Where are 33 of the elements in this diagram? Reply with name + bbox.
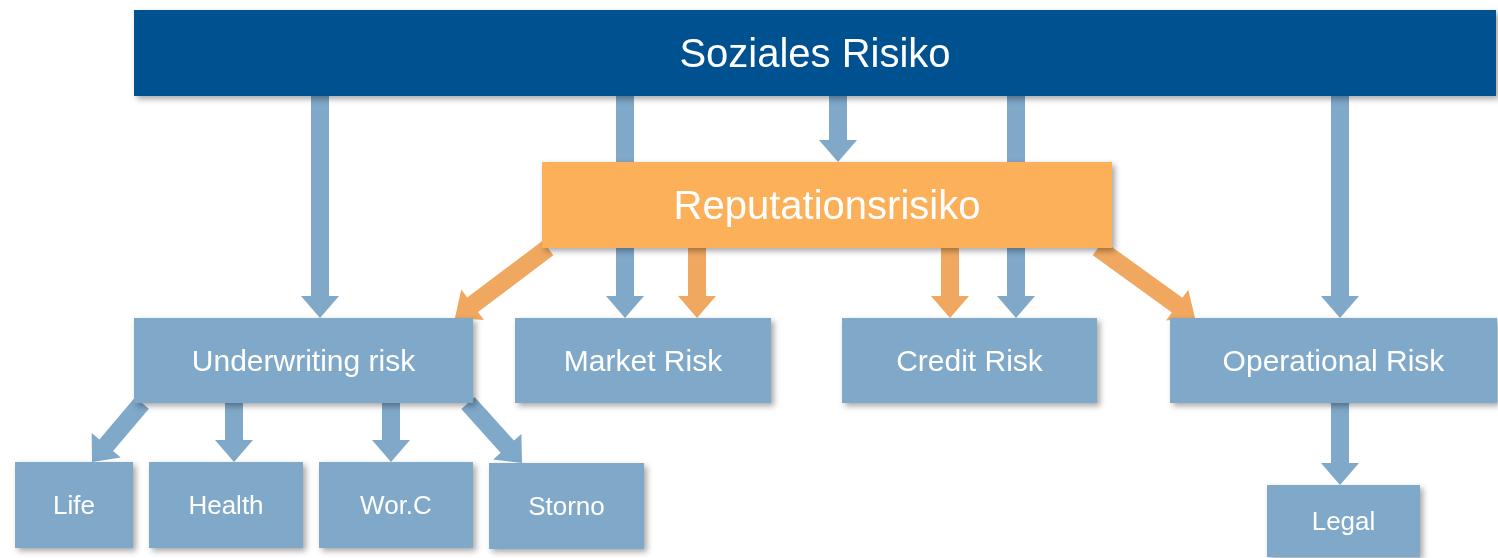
- box-label: Underwriting risk: [191, 342, 416, 379]
- box-label: Health: [188, 488, 264, 522]
- process-box: [842, 318, 1097, 403]
- process-box: [542, 162, 1112, 248]
- block-arrow: [461, 397, 522, 463]
- block-arrow: [372, 403, 410, 462]
- process-box: [15, 462, 133, 548]
- process-box: [489, 463, 644, 549]
- block-arrow: [215, 403, 253, 462]
- box-label: Legal: [1311, 504, 1376, 538]
- block-arrow: [301, 96, 339, 318]
- box-label: Reputationsrisiko: [673, 182, 981, 229]
- box-label: Wor.C: [360, 488, 432, 522]
- block-arrow: [678, 248, 716, 318]
- block-arrow: [91, 397, 149, 462]
- process-box: [134, 10, 1496, 96]
- process-box: [319, 462, 473, 548]
- block-arrow: [1321, 403, 1359, 485]
- block-arrow: [455, 240, 554, 320]
- box-label: Life: [53, 488, 95, 522]
- process-box: [1267, 485, 1420, 557]
- block-arrow: [931, 248, 969, 318]
- box-label: Market Risk: [563, 342, 723, 379]
- process-box: [515, 318, 771, 403]
- process-box: [149, 462, 303, 548]
- box-label: Operational Risk: [1222, 342, 1445, 379]
- process-box: [1170, 318, 1497, 403]
- block-arrow: [819, 96, 857, 162]
- process-box: [134, 318, 473, 403]
- box-label: Credit Risk: [896, 342, 1043, 379]
- box-label: Soziales Risiko: [679, 30, 951, 77]
- box-label: Storno: [528, 489, 605, 523]
- block-arrow: [1321, 96, 1359, 318]
